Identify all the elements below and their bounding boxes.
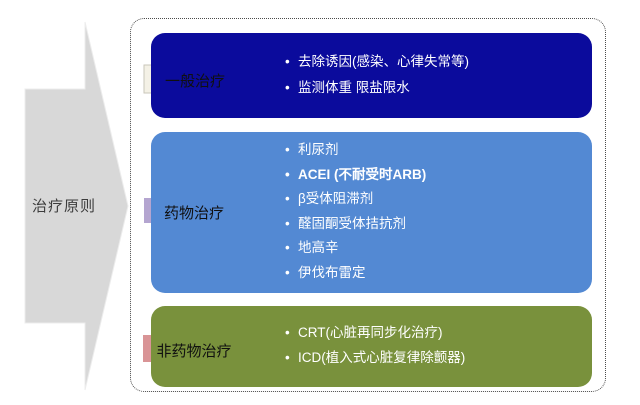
dotted-frame [130,18,606,392]
list-item: 醛固酮受体拮抗剂 [285,212,584,237]
general-treatment-list: 去除诱因(感染、心律失常等) 监测体重 限盐限水 [151,33,592,101]
drug-treatment-label: 药物治疗 [163,205,224,222]
list-item: 伊伐布雷定 [285,261,584,286]
drug-treatment-box: 利尿剂 ACEI (不耐受时ARB) β受体阻滞剂 醛固酮受体拮抗剂 地高辛 伊… [151,132,592,293]
list-item: 地高辛 [285,236,584,261]
list-item-emphasized: ACEI (不耐受时ARB) [285,163,584,188]
general-treatment-label: 一般治疗 [164,73,225,90]
nondrug-treatment-box: CRT(心脏再同步化治疗) ICD(植入式心脏复律除颤器) [151,306,592,387]
nondrug-treatment-label: 非药物治疗 [156,343,232,360]
principle-title: 治疗原则 [31,198,96,215]
general-treatment-box: 去除诱因(感染、心律失常等) 监测体重 限盐限水 [151,33,592,118]
list-item: β受体阻滞剂 [285,187,584,212]
nondrug-treatment-list: CRT(心脏再同步化治疗) ICD(植入式心脏复律除颤器) [151,306,592,370]
drug-treatment-list: 利尿剂 ACEI (不耐受时ARB) β受体阻滞剂 醛固酮受体拮抗剂 地高辛 伊… [151,132,592,285]
list-item: 利尿剂 [285,138,584,163]
list-item: 监测体重 限盐限水 [285,75,584,101]
list-item: ICD(植入式心脏复律除颤器) [285,345,584,370]
list-item: CRT(心脏再同步化治疗) [285,320,584,345]
list-item: 去除诱因(感染、心律失常等) [285,49,584,75]
treatment-principle-big-arrow [24,21,129,391]
